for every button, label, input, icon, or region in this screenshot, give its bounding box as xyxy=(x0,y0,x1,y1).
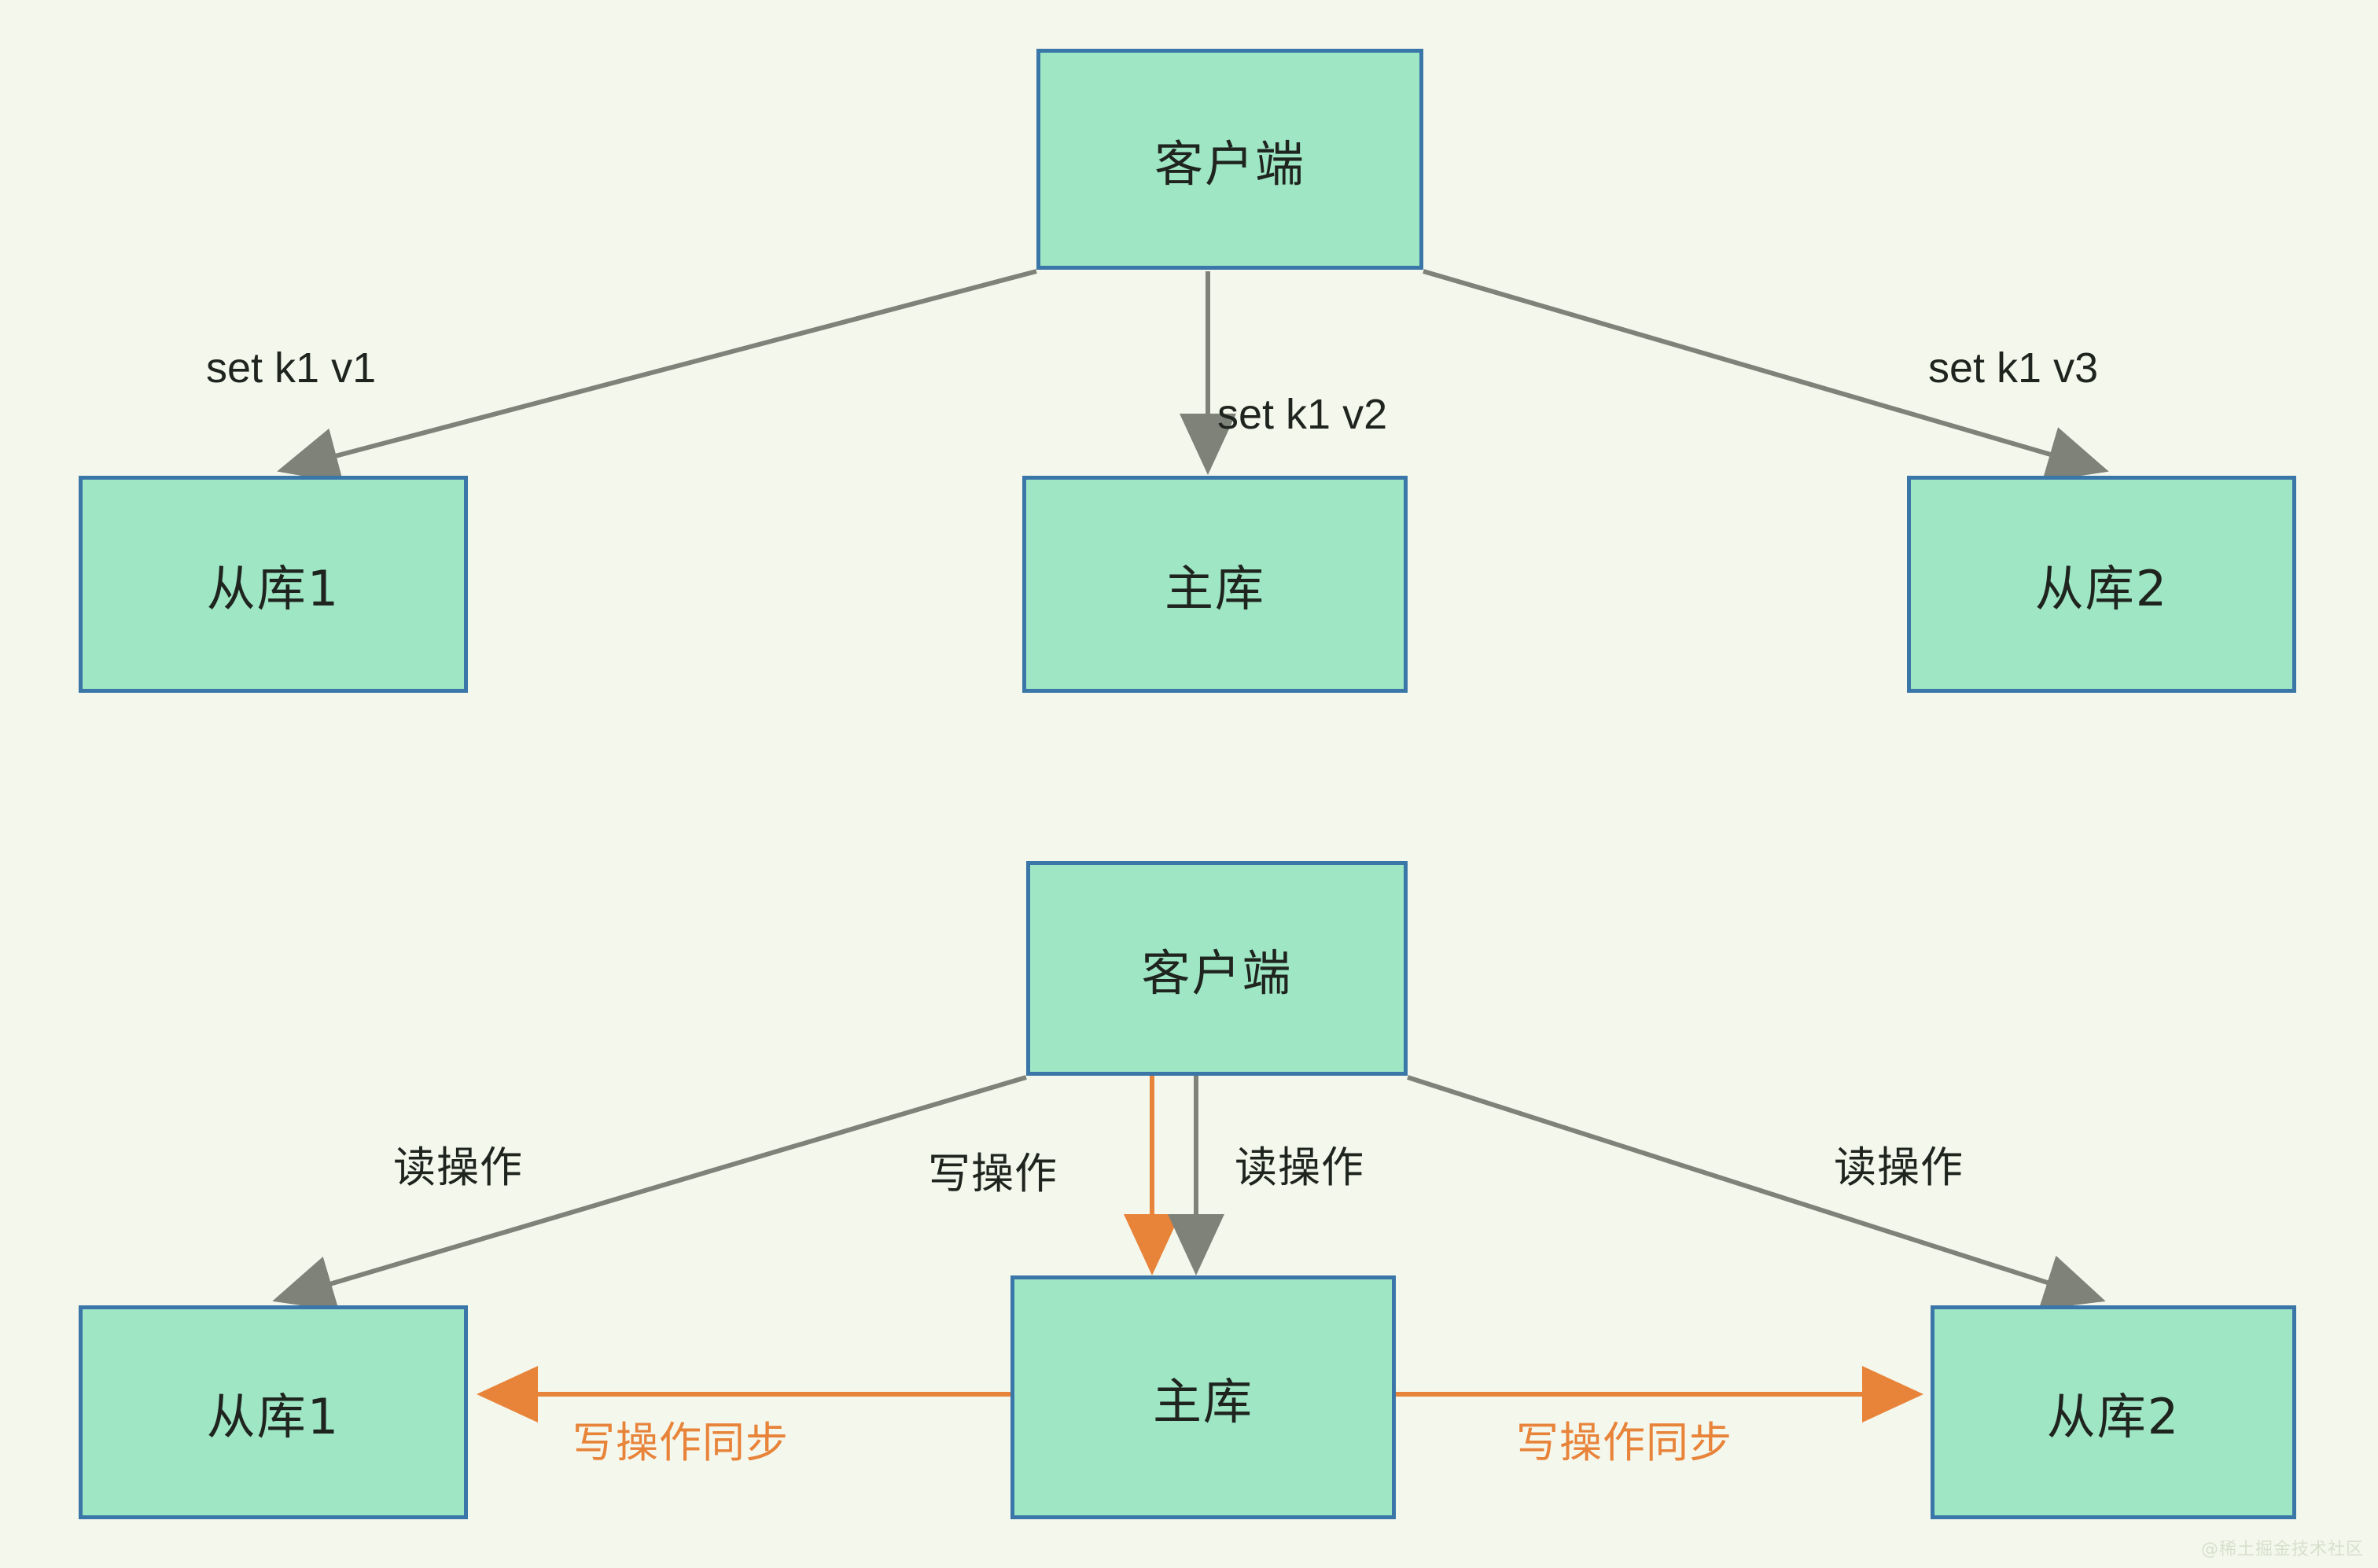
edge-label-read-left: 读操作 xyxy=(393,1143,523,1192)
edge-label-sync-right: 写操作同步 xyxy=(1516,1418,1732,1467)
node-slave2-top[interactable]: 从库2 xyxy=(1907,476,2296,693)
edge-client-to-slave1-bottom xyxy=(272,1075,1027,1312)
edge-client-to-slave1-top xyxy=(277,269,1037,484)
edge-label-sync-left: 写操作同步 xyxy=(572,1418,789,1467)
node-label: 主库 xyxy=(1152,1373,1253,1430)
node-slave1-bottom[interactable]: 从库1 xyxy=(79,1305,468,1519)
node-master-top[interactable]: 主库 xyxy=(1022,476,1408,693)
edge-label-set-k1-v2: set k1 v2 xyxy=(1217,391,1388,438)
node-label: 从库1 xyxy=(206,560,341,617)
watermark: @稀土掘金技术社区 xyxy=(2200,1540,2364,1559)
edge-label-read-mid: 读操作 xyxy=(1235,1143,1364,1192)
node-label: 主库 xyxy=(1164,560,1265,617)
edge-label-read-right: 读操作 xyxy=(1834,1143,1964,1192)
node-label: 从库2 xyxy=(2046,1388,2181,1445)
node-slave1-top[interactable]: 从库1 xyxy=(79,476,468,693)
edge-label-set-k1-v1: set k1 v1 xyxy=(206,344,377,392)
edge-label-write: 写操作 xyxy=(928,1149,1058,1198)
node-label: 从库2 xyxy=(2034,560,2169,617)
node-slave2-bottom[interactable]: 从库2 xyxy=(1931,1305,2296,1519)
node-client-top[interactable]: 客户端 xyxy=(1036,49,1423,270)
edge-label-set-k1-v3: set k1 v3 xyxy=(1928,344,2099,392)
edge-client-to-slave2-bottom xyxy=(1407,1075,2106,1310)
node-client-bottom[interactable]: 客户端 xyxy=(1026,861,1408,1076)
node-label: 客户端 xyxy=(1154,134,1305,193)
node-label: 从库1 xyxy=(206,1388,341,1445)
node-label: 客户端 xyxy=(1141,944,1293,1002)
node-master-bottom[interactable]: 主库 xyxy=(1010,1275,1396,1519)
